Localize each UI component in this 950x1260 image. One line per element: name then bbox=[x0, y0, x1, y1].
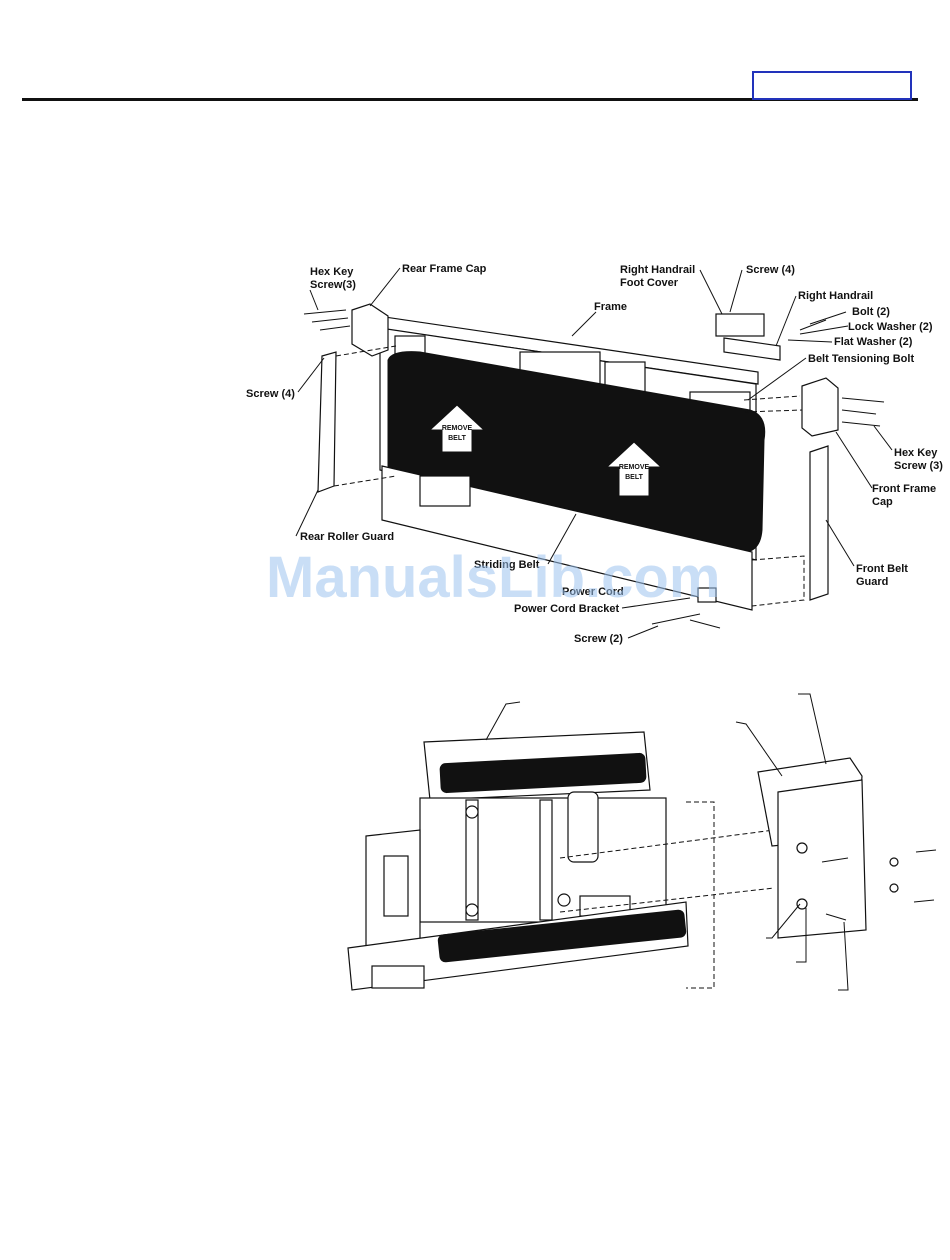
motor-cover-diagram bbox=[347, 731, 937, 991]
label-rear-frame-cap: Rear Frame Cap bbox=[402, 263, 487, 275]
side-bracket bbox=[383, 855, 409, 917]
frame-post-left bbox=[465, 799, 479, 921]
bolt-icon bbox=[821, 857, 849, 863]
watermark-text: ManualsLib.com bbox=[266, 545, 720, 610]
label-front-frame-cap: Cap bbox=[872, 496, 893, 508]
label-striding-belt: Striding Belt bbox=[474, 559, 540, 571]
page-number-box bbox=[752, 71, 912, 100]
label-power-cord-bracket: Power Cord Bracket bbox=[514, 603, 619, 615]
front-frame-cap bbox=[801, 377, 839, 437]
treadmill-frame-diagram: REMOVE BELT REMOVE BELT bbox=[303, 303, 885, 629]
power-cord-bracket bbox=[697, 587, 717, 603]
belt-arrow-text: BELT bbox=[448, 435, 466, 442]
label-lock-washer-2: Lock Washer (2) bbox=[848, 321, 933, 333]
washer-icon bbox=[889, 857, 899, 867]
remove-belt-arrow-left: REMOVE BELT bbox=[428, 404, 486, 453]
washer-icon bbox=[889, 883, 899, 893]
label-right-handrail-foot-cover: Right Handrail bbox=[620, 264, 695, 276]
label-front-frame-cap: Front Frame bbox=[872, 483, 936, 495]
front-guard-dash bbox=[751, 555, 805, 607]
guard-leader-dash bbox=[333, 345, 397, 487]
upper-pad bbox=[439, 752, 647, 794]
frame-lower bbox=[381, 465, 753, 611]
label-right-handrail: Right Handrail bbox=[798, 290, 873, 302]
label-rear-roller-guard: Rear Roller Guard bbox=[300, 531, 394, 543]
mount-hole bbox=[465, 805, 479, 819]
belt-arrow-text: REMOVE bbox=[442, 425, 473, 432]
label-screw-2: Screw (2) bbox=[574, 633, 623, 645]
mount-hole bbox=[465, 903, 479, 917]
bolt-icon bbox=[825, 913, 847, 921]
label-power-cord: Power Cord bbox=[562, 586, 624, 598]
label-hex-key-screw-rear: Hex Key bbox=[310, 266, 354, 278]
labels-top: Hex Key Screw(3) Rear Frame Cap Right Ha… bbox=[246, 263, 943, 645]
label-screw-4-top: Screw (4) bbox=[746, 264, 795, 276]
rear-roller-guard bbox=[317, 351, 337, 493]
label-front-belt-guard: Front Belt bbox=[856, 563, 908, 575]
label-belt-tensioning-bolt: Belt Tensioning Bolt bbox=[808, 353, 914, 365]
label-bolt-2: Bolt (2) bbox=[852, 306, 890, 318]
right-handrail-foot-cover bbox=[715, 313, 765, 337]
cover-hole bbox=[796, 898, 808, 910]
motor bbox=[567, 791, 599, 863]
front-belt-guard bbox=[809, 445, 829, 601]
header-rule bbox=[22, 98, 918, 101]
label-screw-4-left: Screw (4) bbox=[246, 388, 295, 400]
cover-alignment-dash bbox=[686, 801, 715, 989]
lower-bracket bbox=[419, 475, 471, 507]
lower-pad bbox=[437, 909, 687, 963]
label-front-belt-guard: Guard bbox=[856, 576, 888, 588]
remove-belt-arrow-right: REMOVE BELT bbox=[605, 441, 663, 497]
belt-arrow-text: BELT bbox=[625, 474, 643, 481]
bolt-icon bbox=[913, 899, 935, 903]
bolt-icons bbox=[303, 309, 885, 625]
label-flat-washer-2: Flat Washer (2) bbox=[834, 336, 913, 348]
label-hex-key-screw-front: Hex Key bbox=[894, 447, 938, 459]
foot-bracket bbox=[371, 965, 425, 989]
leader-lines-top bbox=[295, 267, 893, 639]
motor-cover-plate bbox=[777, 779, 867, 939]
label-frame: Frame bbox=[594, 301, 627, 313]
right-handrail bbox=[723, 337, 781, 361]
frame-post-right bbox=[539, 799, 553, 921]
rear-frame-cap bbox=[351, 303, 389, 357]
bolt-icon bbox=[915, 849, 937, 853]
cover-leader-dash bbox=[559, 829, 775, 913]
label-hex-key-screw-rear: Screw(3) bbox=[310, 279, 356, 291]
label-right-handrail-foot-cover: Foot Cover bbox=[620, 277, 679, 289]
power-cord bbox=[689, 619, 721, 629]
leader-lines-bottom bbox=[485, 693, 849, 991]
cover-hole bbox=[796, 842, 808, 854]
label-hex-key-screw-front: Screw (3) bbox=[894, 460, 943, 472]
mount-hole bbox=[557, 893, 571, 907]
belt-arrow-text: REMOVE bbox=[619, 464, 650, 471]
tensioning-dash bbox=[743, 395, 803, 413]
